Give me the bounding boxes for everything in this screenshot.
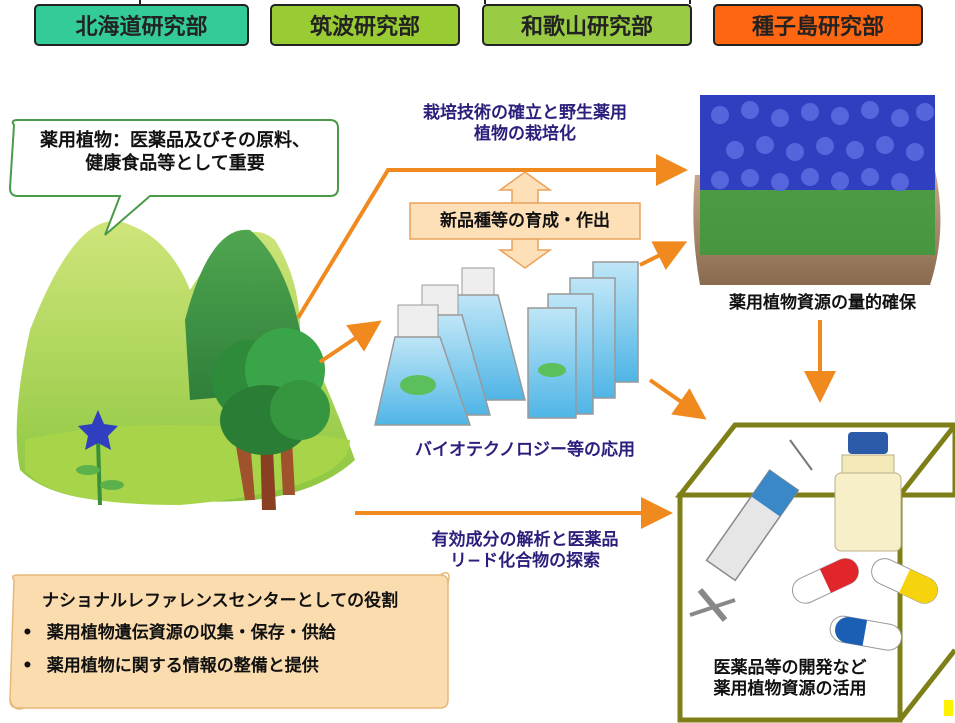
syringe-icon <box>689 439 813 622</box>
breeding-label: 新品種等の育成・作出 <box>440 211 610 231</box>
bidirectional-arrow <box>409 171 641 269</box>
scroll-item-text: 薬用植物に関する情報の整備と提供 <box>46 655 319 676</box>
cultivation-line-2: 植物の栽培化 <box>474 124 576 145</box>
corner-marker <box>944 700 953 716</box>
scroll-item: • 薬用植物に関する情報の整備と提供 <box>22 655 319 676</box>
tab-wakayama: 和歌山研究部 <box>482 4 692 46</box>
tab-tsukuba: 筑波研究部 <box>270 4 460 46</box>
analysis-line-2: リ−ド化合物の探索 <box>449 551 601 572</box>
analysis-line-1: 有効成分の解析と医薬品 <box>431 530 619 550</box>
tab-label: 北海道研究部 <box>75 15 208 40</box>
tab-tanegashima: 種子島研究部 <box>713 4 923 46</box>
flower-icon <box>76 410 124 506</box>
cultivation-label: 栽培技術の確立と野生薬用 植物の栽培化 <box>385 103 665 146</box>
cultivation-line-1: 栽培技術の確立と野生薬用 <box>423 103 627 123</box>
flow-arrows <box>296 154 836 529</box>
utilization-label: 医薬品等の開発など 薬用植物資源の活用 <box>684 658 896 701</box>
callout-bubble <box>8 119 339 236</box>
callout-line-2: 健康食品等として重要 <box>85 152 265 174</box>
capsule-icons <box>791 558 939 651</box>
tab-label: 筑波研究部 <box>309 15 420 40</box>
utilization-line-1: 医薬品等の開発など <box>713 658 867 678</box>
analysis-label: 有効成分の解析と医薬品 リ−ド化合物の探索 <box>385 530 665 573</box>
tab-label: 種子島研究部 <box>751 15 884 40</box>
utilization-line-2: 薬用植物資源の活用 <box>713 679 867 700</box>
tree-cluster <box>212 328 330 510</box>
vial-icon <box>834 432 902 552</box>
resource-label: 薬用植物資源の量的確保 <box>729 293 916 313</box>
callout-text: 薬用植物：医薬品及びその原料、 健康食品等として重要 <box>14 130 336 175</box>
callout-line-1: 薬用植物：医薬品及びその原料、 <box>40 130 310 151</box>
scroll-title: ナショナルレファレンスセンターとしての役割 <box>42 591 399 611</box>
tab-label: 和歌山研究部 <box>520 15 653 40</box>
flower-field <box>693 95 941 285</box>
tab-hokkaido: 北海道研究部 <box>34 4 249 46</box>
biotech-label: バイオテクノロジー等の応用 <box>415 440 635 460</box>
scroll-item: • 薬用植物遺伝資源の収集・保存・供給 <box>22 623 336 644</box>
role-scroll <box>9 572 450 710</box>
culture-flasks <box>374 261 639 426</box>
scroll-content: ナショナルレファレンスセンターとしての役割 • 薬用植物遺伝資源の収集・保存・供… <box>22 585 442 682</box>
scroll-item-text: 薬用植物遺伝資源の収集・保存・供給 <box>46 623 336 644</box>
